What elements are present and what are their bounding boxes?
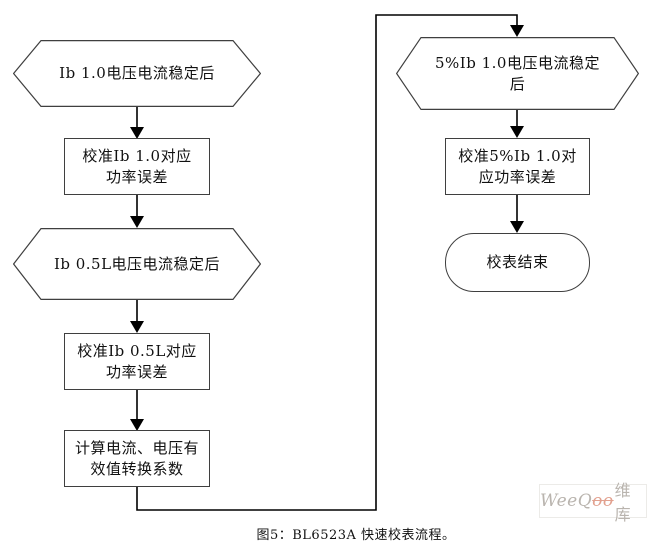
figure-caption: 图5：BL6523A 快速校表流程。 xyxy=(256,528,456,543)
node-label: 计算电流、电压有 效值转换系数 xyxy=(74,438,199,478)
hexagon-shape xyxy=(13,40,261,107)
watermark-accent-text: oo xyxy=(592,491,614,511)
node-terminator-calibration-end: 校表结束 xyxy=(445,233,590,292)
node-label: Ib 0.5L电压电流稳定后 xyxy=(53,254,221,273)
watermark-script-text: WeeQ xyxy=(540,491,593,511)
node-label: 校准Ib 1.0对应 功率误差 xyxy=(82,146,192,186)
node-label: 5%Ib 1.0电压电流稳定 后 xyxy=(435,53,600,93)
node-label: 校准Ib 0.5L对应 功率误差 xyxy=(77,341,197,381)
hexagon-shape xyxy=(396,37,639,110)
hexagon-shape xyxy=(13,228,261,300)
arrowhead-icon xyxy=(510,221,524,233)
node-label: 校表结束 xyxy=(486,253,549,271)
node-hexagon-5pct-ib10-stable: 5%Ib 1.0电压电流稳定 后 xyxy=(396,37,639,110)
node-process-calibrate-ib10: 校准Ib 1.0对应 功率误差 xyxy=(64,138,210,195)
node-hexagon-ib10-stable: Ib 1.0电压电流稳定后 xyxy=(13,40,261,107)
node-process-calibrate-ib05l: 校准Ib 0.5L对应 功率误差 xyxy=(64,333,210,390)
watermark-suffix-text: 维库 xyxy=(614,481,632,524)
arrowhead-icon xyxy=(510,25,524,37)
node-process-calibrate-5pct-ib10: 校准5%Ib 1.0对 应功率误差 xyxy=(445,138,590,195)
node-process-compute-rms-coefficients: 计算电流、电压有 效值转换系数 xyxy=(64,430,210,487)
node-label: Ib 1.0电压电流稳定后 xyxy=(59,64,215,82)
arrowhead-icon xyxy=(130,216,144,228)
node-hexagon-ib05l-stable: Ib 0.5L电压电流稳定后 xyxy=(13,228,261,300)
node-label: 校准5%Ib 1.0对 应功率误差 xyxy=(458,146,577,186)
arrowhead-icon xyxy=(510,126,524,138)
arrowhead-icon xyxy=(130,321,144,333)
